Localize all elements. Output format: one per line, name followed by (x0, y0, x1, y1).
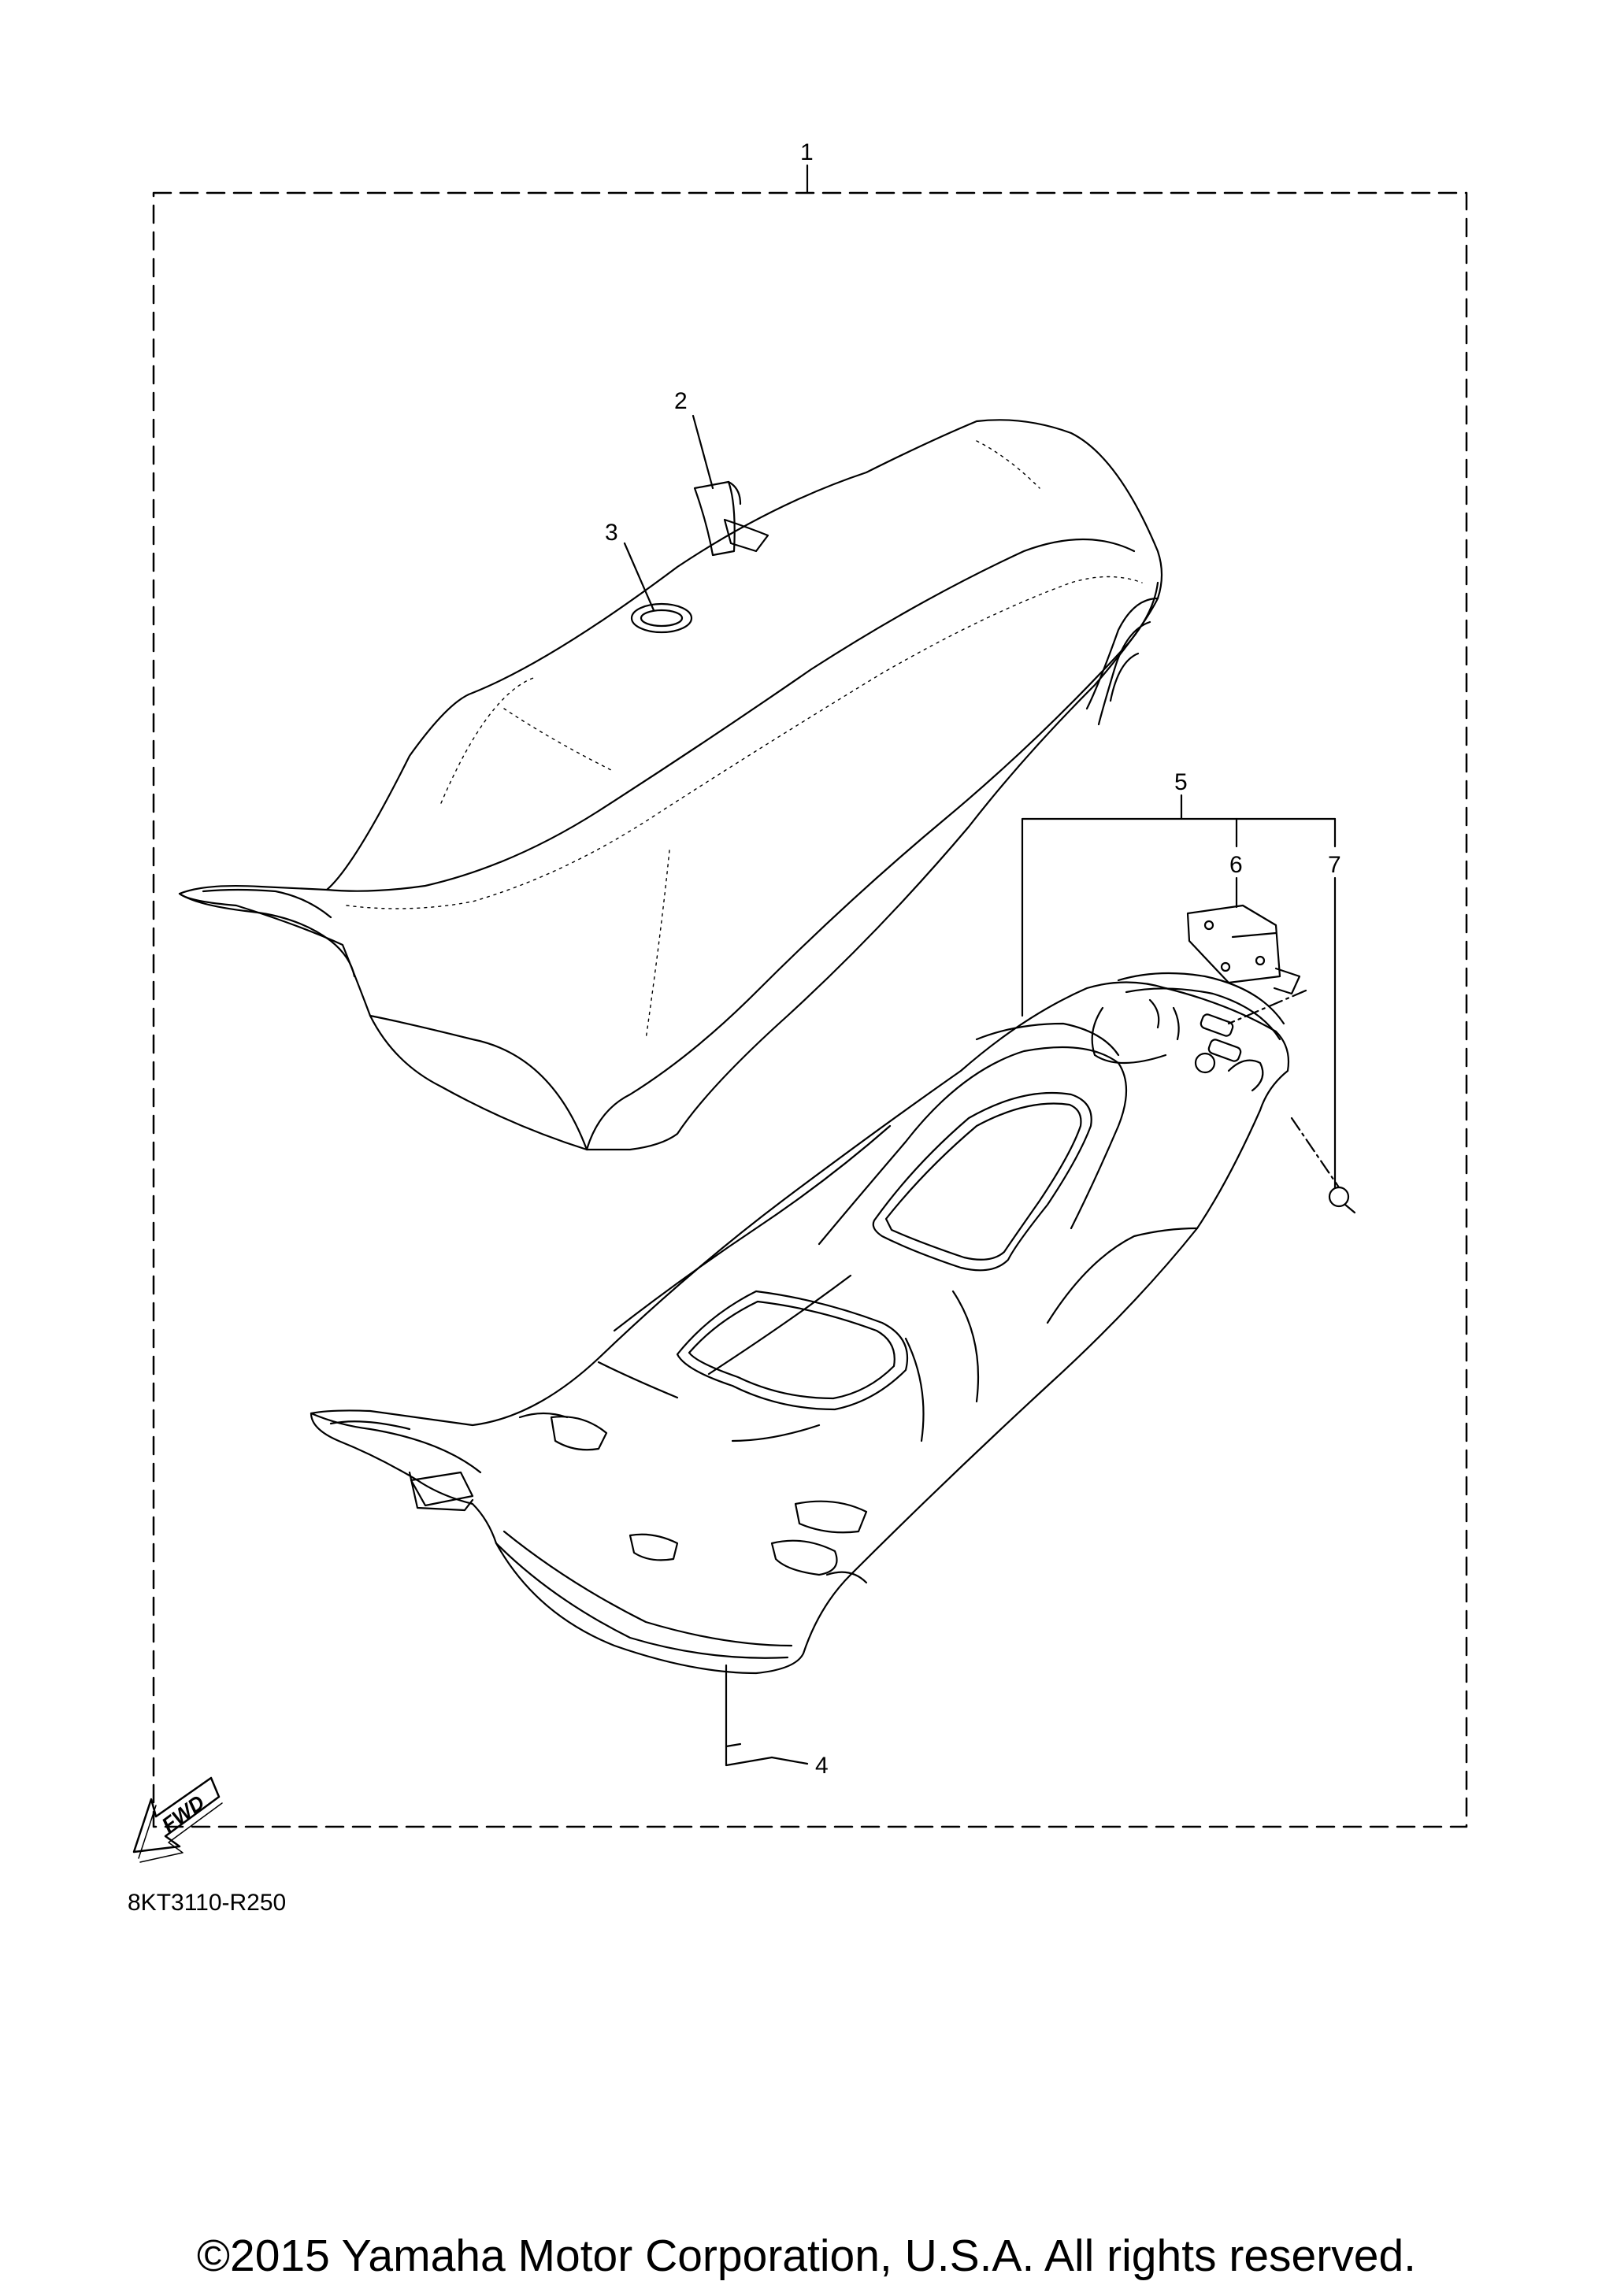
clip-part (725, 1742, 773, 1767)
screw-part (1328, 1186, 1356, 1214)
callout-7: 7 (1328, 852, 1341, 878)
diagram-code: 8KT3110-R250 (128, 1890, 287, 1916)
centerline-7 (1290, 1117, 1340, 1189)
seat-base (310, 972, 1290, 1675)
centerline-6 (1227, 989, 1307, 1025)
leader-3 (623, 542, 655, 612)
leader-2 (692, 414, 714, 490)
callout-6: 6 (1229, 852, 1243, 878)
callout-2: 2 (674, 388, 688, 414)
seat-cover (178, 419, 1163, 1151)
callout-5: 5 (1174, 769, 1188, 795)
callout-3: 3 (605, 520, 618, 546)
leader-4 (770, 1756, 809, 1765)
fwd-arrow-icon (132, 1776, 223, 1863)
assembly-boundary (152, 191, 1468, 1828)
strap-part (693, 480, 742, 557)
callout-1: 1 (800, 139, 814, 165)
copyright-notice: ©2015 Yamaha Motor Corporation, U.S.A. A… (197, 2231, 1416, 2281)
callout-4: 4 (815, 1753, 829, 1779)
leader-5-bracket (1021, 794, 1337, 1017)
latch-plate-part (1186, 904, 1301, 995)
